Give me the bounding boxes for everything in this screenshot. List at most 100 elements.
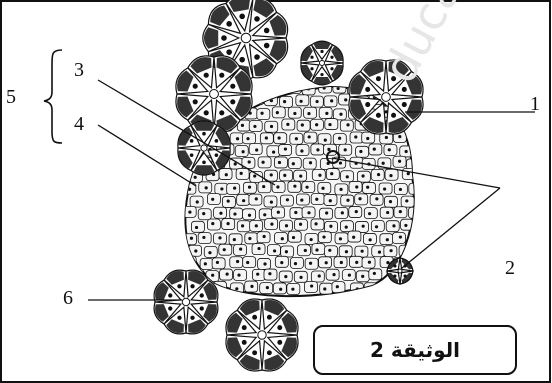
islet-cell-nucleus <box>233 212 236 215</box>
islet-cell-nucleus <box>256 273 259 276</box>
islet-cell-nucleus <box>286 123 289 126</box>
islet-cell-nucleus <box>250 285 253 288</box>
islet-cell-nucleus <box>307 211 310 214</box>
islet-cell-nucleus <box>270 173 273 176</box>
acinar-cell-nucleus <box>393 274 396 277</box>
acinar-cell-nucleus <box>330 67 333 70</box>
islet-cell-nucleus <box>359 150 362 153</box>
islet-cell-nucleus <box>211 222 214 225</box>
islet-cell-nucleus <box>218 87 221 90</box>
islet-cell-nucleus <box>389 200 392 203</box>
islet-cell-nucleus <box>294 86 297 89</box>
acinar-cell-nucleus <box>177 284 181 288</box>
acinus-lumen <box>319 60 324 65</box>
acinar-cell-nucleus <box>242 325 247 330</box>
islet-cell-nucleus <box>273 249 276 252</box>
islet-cell-nucleus <box>277 136 280 139</box>
islet-cell-nucleus <box>278 86 281 89</box>
acinar-cell-nucleus <box>202 160 206 164</box>
islet-cell-nucleus <box>236 260 239 263</box>
acinus-lumen <box>210 90 219 99</box>
acinar-cell-nucleus <box>252 350 257 355</box>
islet-cell-nucleus <box>315 198 318 201</box>
acinar-cell-nucleus <box>264 28 270 34</box>
islet-cell-nucleus <box>299 174 302 177</box>
islet-cell-nucleus <box>235 287 238 290</box>
islet-cell-nucleus <box>358 197 361 200</box>
islet-cell-nucleus <box>248 186 251 189</box>
islet-cell-nucleus <box>368 212 371 215</box>
islet-cell-nucleus <box>272 150 275 153</box>
islet-cell-nucleus <box>242 199 245 202</box>
islet-cell <box>409 283 422 294</box>
islet-cell-nucleus <box>373 272 376 275</box>
islet-cell-nucleus <box>211 274 214 277</box>
acinus-lumen <box>241 33 251 43</box>
islet-cell-nucleus <box>278 161 281 164</box>
islet-cell-nucleus <box>330 99 333 102</box>
acinar-cell-nucleus <box>320 73 323 76</box>
islet-cell-nucleus <box>236 137 239 140</box>
acinar-cell-nucleus <box>320 50 323 53</box>
acinar-cell-nucleus <box>310 56 313 59</box>
islet-cell-nucleus <box>382 162 385 165</box>
islet-cell-nucleus <box>315 123 318 126</box>
islet-cell-nucleus <box>316 148 319 151</box>
acinar-cell-nucleus <box>219 73 224 78</box>
islet-cell-nucleus <box>405 199 408 202</box>
islet-cell-nucleus <box>260 112 263 115</box>
islet-cell <box>379 284 392 295</box>
islet-cell-nucleus <box>361 275 364 278</box>
islet-cell-nucleus <box>300 199 303 202</box>
islet-cell-nucleus <box>276 185 279 188</box>
acinus <box>226 299 298 371</box>
islet-cell-nucleus <box>392 224 395 227</box>
islet-cell-nucleus <box>285 224 288 227</box>
islet-cell-nucleus <box>233 186 236 189</box>
acinar-cell-basal-zone <box>204 27 218 49</box>
acinar-cell-nucleus <box>402 87 407 92</box>
label-3: 3 <box>74 60 84 80</box>
acinar-cell-nucleus <box>230 84 235 89</box>
islet-cell-nucleus <box>223 248 226 251</box>
islet-cell <box>312 244 325 255</box>
islet-cell-nucleus <box>386 211 389 214</box>
islet-cell-nucleus <box>325 211 328 214</box>
acinar-cell-nucleus <box>403 274 406 277</box>
islet-cell-nucleus <box>332 273 335 276</box>
acinar-cell-nucleus <box>402 102 407 107</box>
islet-cell-nucleus <box>216 261 219 264</box>
islet-cell-nucleus <box>322 235 325 238</box>
islet-cell-nucleus <box>301 123 304 126</box>
islet-cell-nucleus <box>255 148 258 151</box>
islet-cell-nucleus <box>194 176 197 179</box>
islet-cell-nucleus <box>279 288 282 291</box>
islet-cell-nucleus <box>233 238 236 241</box>
islet-cell-nucleus <box>328 249 331 252</box>
islet-cell-nucleus <box>375 225 378 228</box>
acinus-lumen <box>382 93 391 102</box>
islet-cell <box>408 234 421 245</box>
acinar-cell-nucleus <box>226 49 232 55</box>
islet-cell-nucleus <box>309 262 312 265</box>
islet-cell-nucleus <box>368 261 371 264</box>
islet-cell-nucleus <box>294 211 297 214</box>
islet-cell-nucleus <box>270 125 273 128</box>
acinar-cell-nucleus <box>204 73 209 78</box>
islet-cell <box>417 121 430 132</box>
islet-cell-nucleus <box>194 249 197 252</box>
islet-cell-nucleus <box>280 261 283 264</box>
acinar-cell-nucleus <box>226 21 232 27</box>
acinar-cell-nucleus <box>239 14 245 20</box>
islet-cell-nucleus <box>369 238 372 241</box>
islet-cell-nucleus <box>262 185 265 188</box>
islet-cell-nucleus <box>346 175 349 178</box>
acinar-cell-nucleus <box>376 113 381 118</box>
islet-cell-nucleus <box>399 188 402 191</box>
islet-cell-nucleus <box>226 222 229 225</box>
brace-5 <box>44 50 62 143</box>
acinar-cell-nucleus <box>254 54 260 60</box>
islet-cell-nucleus <box>361 174 364 177</box>
islet-cell-nucleus <box>414 237 417 240</box>
acinar-cell-nucleus <box>330 56 333 59</box>
